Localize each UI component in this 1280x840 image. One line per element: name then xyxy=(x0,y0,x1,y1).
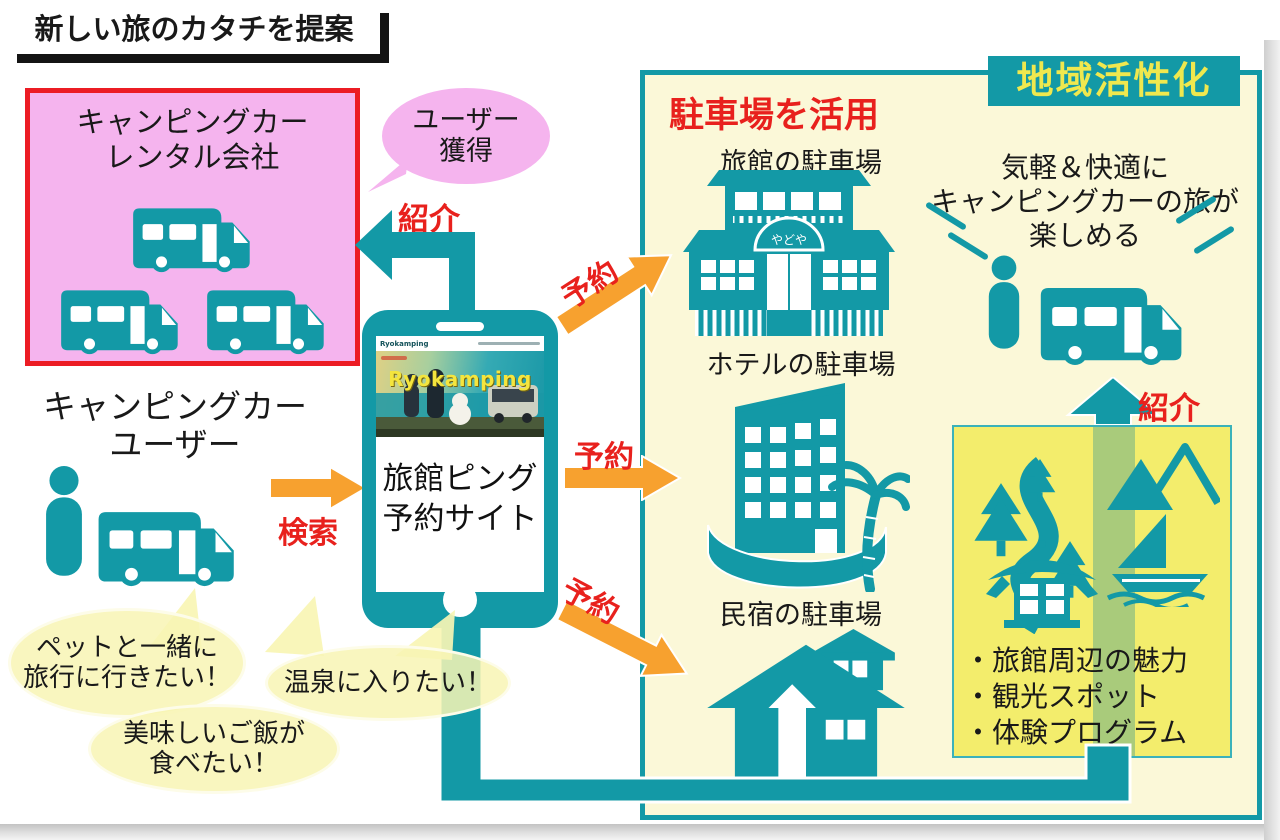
wish-pets-line2: 旅行に行きたい！ xyxy=(22,663,231,693)
sailboat-icon xyxy=(1106,514,1208,607)
minshuku-parking-label: 民宿の駐車場 xyxy=(720,600,882,631)
rental-company-box: キャンピングカー レンタル会社 xyxy=(25,88,360,366)
flow-pipe xyxy=(438,616,1132,804)
hero-badge xyxy=(381,356,407,360)
user-acquisition-bubble: ユーザー 獲得 xyxy=(382,88,550,184)
phone-speaker xyxy=(436,322,484,331)
hotel-building-icon xyxy=(707,383,910,592)
booking-site-name: 旅館ピング 予約サイト xyxy=(376,459,544,539)
wish-bubble-onsen: 温泉に入りたい！ xyxy=(265,645,511,721)
camper-van-icon xyxy=(58,273,184,355)
bubble-tail xyxy=(368,158,408,192)
site-header: Ryokamping xyxy=(376,336,544,351)
page-title: 新しい旅のカタチを提案 xyxy=(8,4,380,54)
region-revitalization-banner: 地域活性化 xyxy=(988,56,1240,106)
page-shadow-bottom xyxy=(0,824,1280,840)
hero-scene xyxy=(376,369,544,437)
rental-company-name-line1: キャンピングカー xyxy=(76,105,309,139)
camper-user-line1: キャンピングカー xyxy=(43,387,307,426)
attraction-item: ・旅館周辺の魅力 xyxy=(964,644,1189,677)
referral-up-arrow xyxy=(1065,377,1161,425)
site-header-brand: Ryokamping xyxy=(380,339,429,348)
person-icon xyxy=(38,466,90,578)
camper-user-line2: ユーザー xyxy=(109,425,241,464)
reserve-arrow-middle xyxy=(564,455,682,501)
camper-van-icon xyxy=(204,273,330,355)
reserve-label-middle: 予約 xyxy=(574,440,634,475)
site-nav-placeholder xyxy=(478,342,540,345)
camper-van-icon xyxy=(130,191,256,273)
hotel-parking-label: ホテルの駐車場 xyxy=(706,350,896,381)
rental-company-name-line2: レンタル会社 xyxy=(105,140,280,174)
attraction-item: ・観光スポット xyxy=(964,680,1161,713)
mountains-icon xyxy=(1107,443,1220,510)
region-revitalization-panel: 駐車場を活用 旅館の駐車場 やどや xyxy=(640,70,1262,820)
wish-bubble-pets: ペットと一緒に 旅行に行きたい！ xyxy=(8,608,246,718)
page-shadow-right xyxy=(1264,40,1280,840)
wish-food-line1: 美味しいご飯が xyxy=(122,719,305,749)
smartphone-icon: Ryokamping Ryokamping xyxy=(362,310,558,628)
hero-site-title: Ryokamping xyxy=(388,367,532,391)
attraction-item: ・体験プログラム xyxy=(964,716,1188,749)
attraction-box: ・旅館周辺の魅力 ・観光スポット ・体験プログラム xyxy=(952,425,1232,758)
parking-utilization-heading: 駐車場を活用 xyxy=(669,96,880,136)
search-label: 検索 xyxy=(278,516,338,551)
ryokan-building-icon: やどや xyxy=(683,170,895,336)
user-acquisition-line1: ユーザー xyxy=(412,105,520,136)
search-arrow xyxy=(270,466,368,510)
booking-site-line1: 旅館ピング xyxy=(382,461,538,497)
reserve-arrow-top xyxy=(554,254,673,337)
temple-icon xyxy=(986,540,1098,628)
person-icon xyxy=(985,253,1023,353)
benefit-line3: 楽しめる xyxy=(1028,219,1141,252)
ryokan-sign-text: やどや xyxy=(771,233,807,247)
user-acquisition-line2: 獲得 xyxy=(439,136,493,167)
phone-screen: Ryokamping Ryokamping xyxy=(376,336,544,592)
camper-user-title: キャンピングカー ユーザー xyxy=(0,388,350,464)
booking-site-line2: 予約サイト xyxy=(382,501,538,537)
reserve-arrow-bottom xyxy=(555,598,689,677)
phone-home-button xyxy=(443,583,477,617)
wish-onsen-line1: 温泉に入りたい！ xyxy=(283,668,492,698)
camper-van-icon xyxy=(1037,267,1189,366)
attraction-list: ・旅館周辺の魅力 ・観光スポット ・体験プログラム xyxy=(964,643,1226,751)
wish-bubble-food: 美味しいご飯が 食べたい！ xyxy=(88,704,340,794)
wish-food-line2: 食べたい！ xyxy=(148,749,279,779)
minshuku-house-icon xyxy=(707,628,905,778)
site-hero-image: Ryokamping xyxy=(376,351,544,437)
referral-right-label: 紹介 xyxy=(1138,391,1200,427)
wish-pets-line1: ペットと一緒に xyxy=(35,633,218,663)
referral-bent-arrow xyxy=(355,210,475,320)
camper-van-icon xyxy=(92,492,244,587)
benefit-line1: 気軽＆快適に xyxy=(1000,151,1169,184)
